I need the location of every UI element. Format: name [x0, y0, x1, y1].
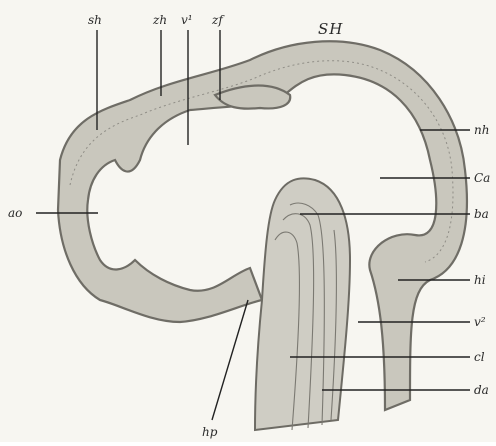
label-v1: v¹ [181, 13, 193, 27]
label-nh: nh [474, 123, 489, 137]
label-v2: v² [474, 315, 486, 329]
label-ca: Ca [474, 171, 490, 185]
label-ba: ba [474, 207, 489, 221]
label-sh: sh [88, 13, 102, 27]
label-hp: hp [202, 425, 218, 439]
label-SH: SH [318, 20, 343, 38]
leader-hp [212, 300, 248, 420]
label-zh: zh [152, 13, 167, 27]
label-ao: ao [8, 206, 22, 220]
label-da: da [474, 383, 489, 397]
label-zf: zf [211, 13, 225, 27]
label-hi: hi [474, 273, 486, 287]
label-cl: cl [474, 350, 485, 364]
